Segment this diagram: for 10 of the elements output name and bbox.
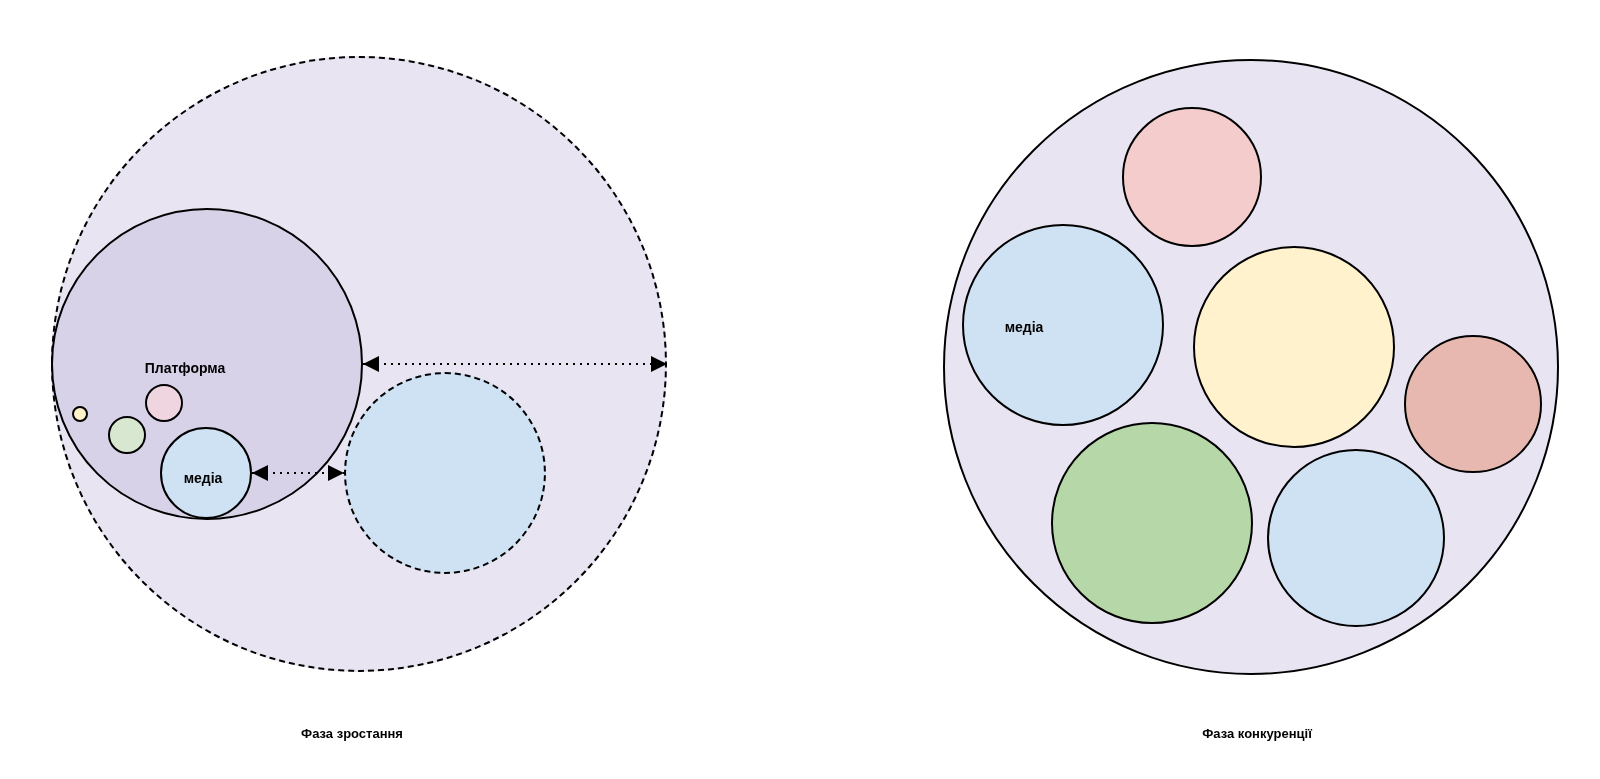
phase-caption: Фаза зростання xyxy=(301,725,403,741)
circle xyxy=(145,384,183,422)
circle xyxy=(72,406,88,422)
circle xyxy=(108,416,146,454)
phase-caption: Фаза конкуренції xyxy=(1202,725,1312,741)
circle-label: медіа xyxy=(1004,319,1044,335)
circle-label: медіа xyxy=(183,470,223,486)
double-arrow xyxy=(362,356,668,372)
double-arrow xyxy=(251,465,345,481)
circle-label: Платформа xyxy=(144,360,226,376)
